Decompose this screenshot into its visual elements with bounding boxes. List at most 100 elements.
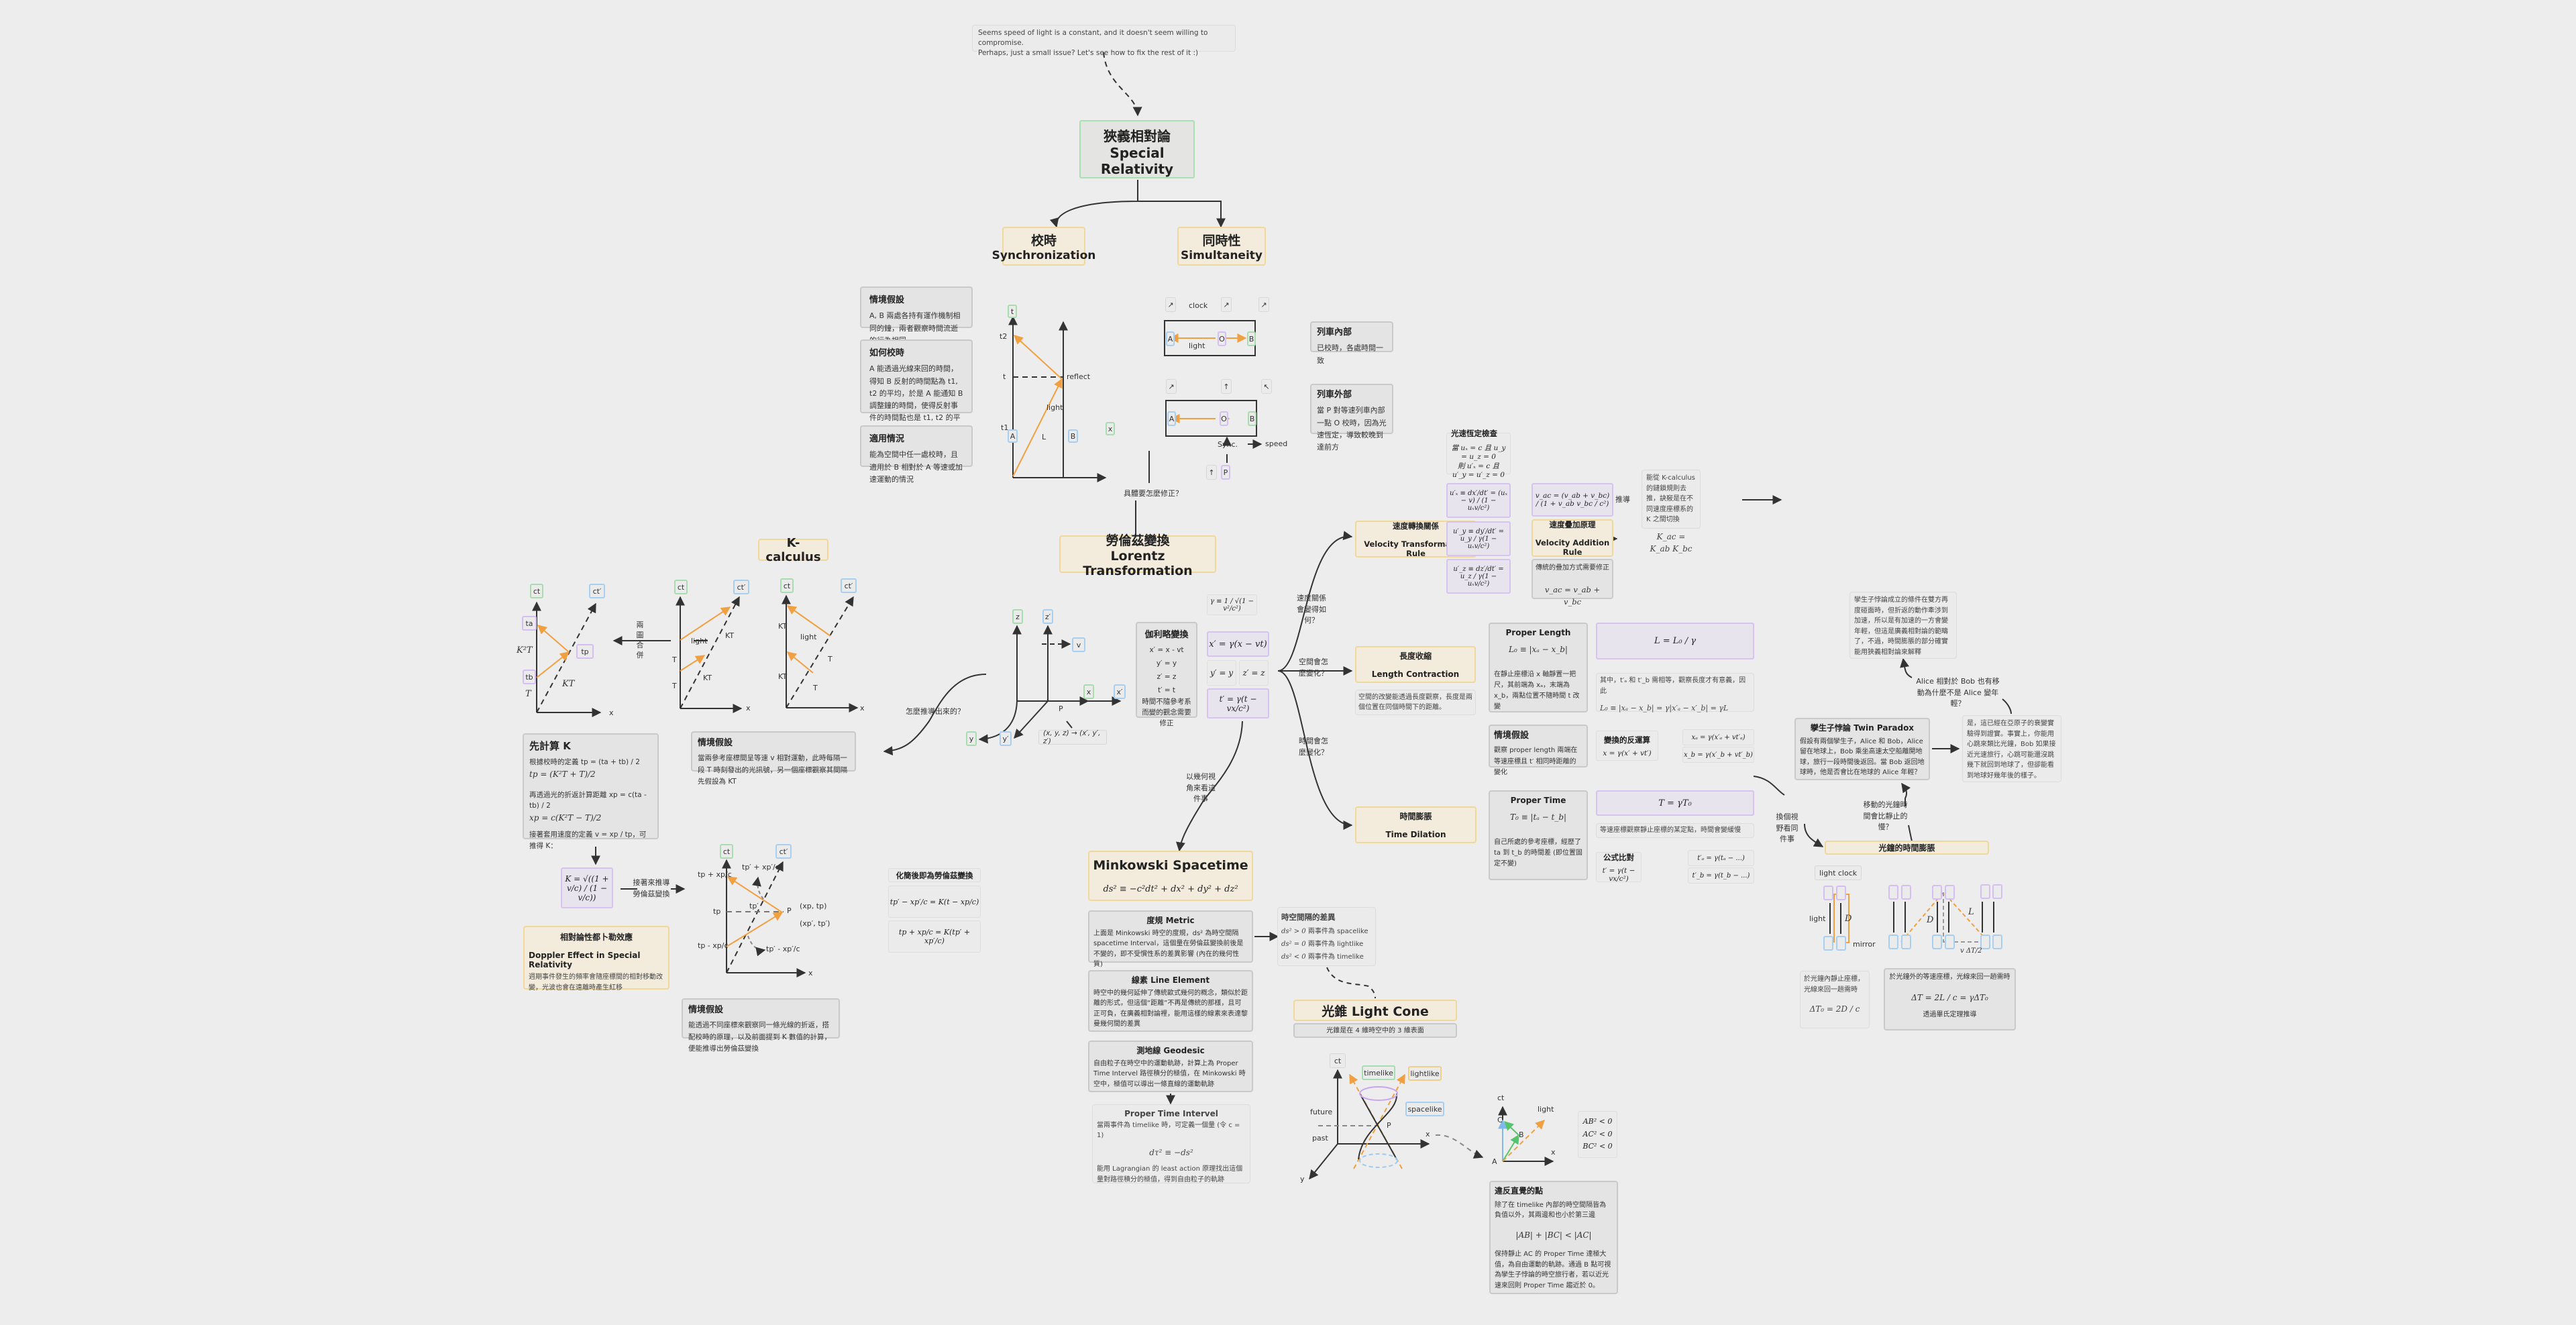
length-where-note: 其中，t′ₐ 和 t′_b 需相等，觀察長度才有意義，因此 L₀ ≡ |xₐ −… xyxy=(1596,673,1754,712)
card-title: 情境假設 xyxy=(698,738,733,748)
velocity-addition-topic[interactable]: 速度疊加原理 Velocity Addition Rule xyxy=(1532,519,1613,557)
cone-axis-x: x xyxy=(1426,1130,1430,1138)
tri-point-C: C xyxy=(1497,1116,1503,1124)
region-lightlike: lightlike xyxy=(1408,1066,1442,1081)
edge-label-time: 時間會怎麼變化？ xyxy=(1299,737,1328,757)
k1-label-tp: tp xyxy=(576,644,594,659)
mirror-top xyxy=(1836,886,1846,900)
addition-title-en: Velocity Addition Rule xyxy=(1535,538,1610,557)
lorentz-topic[interactable]: 勞倫茲變換 Lorentz Transformation xyxy=(1059,533,1216,578)
doppler-title-en: Doppler Effect in Special Relativity xyxy=(529,951,641,969)
interval-formula-spacelike: ds² > 0 xyxy=(1281,927,1306,935)
galilean-eq-x: x′ = x - vt xyxy=(1149,645,1184,654)
k3-label-T-lower: T xyxy=(813,684,818,692)
simplify-formula-1: tp′ − xp′/c = K(t − xp/c) xyxy=(888,886,981,918)
card-title: 情境假設 xyxy=(688,1005,724,1015)
k4-label-tpp-minus: tp′ - xp′/c xyxy=(766,945,800,953)
sync-topic[interactable]: 校時 Synchronization xyxy=(992,227,1095,266)
compare-title: 公式比對 xyxy=(1603,852,1634,862)
mirror-top xyxy=(1901,885,1911,900)
label-light: light xyxy=(1809,914,1826,923)
card-body: 能透過不同座標來觀察同一條光線的折返，搭配校時的原理，以及前面提到 K 數值的計… xyxy=(688,1021,832,1053)
card-body: 假設有兩個孿生子，Alice 和 Bob，Alice 留在地球上，Bob 乘坐高… xyxy=(1800,737,1925,777)
train-outside-card: 列車外部 當 P 對等速列車內部一點 O 校時，因為光速恆定，導致較晚到達前方 xyxy=(1310,384,1393,452)
time-desc: 等速座標觀察靜止座標的某定點，時間會變緩慢 xyxy=(1596,823,1754,838)
light-cone-topic[interactable]: 光錐 Light Cone xyxy=(1293,1000,1457,1021)
moving-note: 透過畢氏定理推導 xyxy=(1923,1011,1977,1019)
simul-topic[interactable]: 同時性 Simultaneity xyxy=(1177,227,1266,266)
proper-time-card: Proper Time T₀ ≡ |tₐ − t_b| 自己所處的參考座標，經歷… xyxy=(1489,790,1588,880)
note-body: 於光鐘內靜止座標，光線來回一趟需時 xyxy=(1804,975,1864,994)
k2-label-T-lower: T xyxy=(672,682,677,690)
ta-formula: t′ₐ = γ(tₐ − ...) xyxy=(1688,850,1754,866)
galilean-eq-t: t′ = t xyxy=(1157,686,1176,694)
train-point-A: A xyxy=(1166,331,1175,346)
compare-formula: t′ = γ(t − vx/c²) xyxy=(1602,866,1635,883)
length-desc: 空間的改變能透過長度觀察，長度是兩個位置在同個時間下的距離。 xyxy=(1355,690,1476,715)
card-body: 觀察 proper length 兩端在等速座標且 t′ 相同時距離的變化 xyxy=(1494,747,1578,777)
train-point-O: O xyxy=(1218,331,1226,346)
time-topic[interactable]: 時間膨脹 Time Dilation xyxy=(1355,806,1477,843)
light-clock-topic[interactable]: 光鐘的時間膨脹 xyxy=(1825,841,1989,855)
observer-P: P xyxy=(1221,465,1230,480)
sync-axis-t: t xyxy=(1008,305,1017,318)
doppler-topic[interactable]: 相對論性都卜勒效應 Doppler Effect in Special Rela… xyxy=(523,926,669,992)
mirror-bottom xyxy=(1932,935,1942,949)
k1-axis-x: x xyxy=(609,708,614,717)
mirror-top xyxy=(1945,885,1955,900)
card-body: 自己所處的參考座標，經歷了 ta 到 t_b 的時間差 (即位置固定不變) xyxy=(1494,839,1582,868)
formula-compare: 公式比對 t′ = γ(t − vx/c²) xyxy=(1596,852,1642,883)
proper-interval-formula: dτ² ≡ −ds² xyxy=(1149,1147,1193,1157)
root-node[interactable]: 狹義相對論 Special Relativity xyxy=(1079,120,1195,178)
mirror-top xyxy=(1932,885,1942,900)
root-title-en: Special Relativity xyxy=(1100,145,1174,177)
train2-point-B: B xyxy=(1248,411,1256,426)
mirror-bottom xyxy=(1901,935,1911,949)
k1-label-T: T xyxy=(525,689,531,699)
k4-label-tp: tp xyxy=(713,907,721,916)
event-P: P xyxy=(1059,704,1063,713)
k2-axis-x: x xyxy=(746,704,751,712)
inverse-transform: 變換的反運算 x = γ(x′ + vt′) xyxy=(1596,731,1658,761)
label-D: D xyxy=(1845,914,1852,924)
sync-label-reflect: reflect xyxy=(1067,372,1091,381)
k4-label-tpp-plus: tp′ + xp′/c xyxy=(742,863,780,871)
time-title-zh: 時間膨脹 xyxy=(1399,812,1432,821)
clock-icon: ↗ xyxy=(1221,297,1232,312)
length-assumption-card: 情境假設 觀察 proper length 兩端在等速座標且 t′ 相同時距離的… xyxy=(1489,725,1588,776)
card-body: 能為空間中任一處校時，且適用於 B 相對於 A 等速或加速運動的情況 xyxy=(869,450,963,484)
rest-formula: ΔT₀ = 2D / c xyxy=(1809,1004,1860,1014)
tri-label-light: light xyxy=(1538,1105,1554,1114)
k4-axis-ct-prime: ct′ xyxy=(775,844,792,859)
k4-axis-ct: ct xyxy=(720,844,733,859)
ineq-BC: BC² < 0 xyxy=(1582,1142,1613,1151)
train2-point-A: A xyxy=(1167,411,1176,426)
label-v-dt: v ΔT/2 xyxy=(1960,947,1982,955)
kcalc-topic[interactable]: K-calculus xyxy=(758,536,828,564)
velocity-title-zh: 速度轉換關係 xyxy=(1393,521,1439,531)
sync-label-t2: t2 xyxy=(1000,332,1008,341)
sync-applies-card: 適用情況 能為空間中任一處校時，且適用於 B 相對於 A 等速或加速運動的情況 xyxy=(860,425,973,484)
card-body: 當 P 對等速列車內部一點 O 校時，因為光速恆定，導致較晚到達前方 xyxy=(1317,406,1387,452)
note-body: 能從 K-calculus 的鏈鎖規則去推，訣竅是在不同速度座標系的 K 之間切… xyxy=(1646,474,1695,523)
card-line-1: 除了在 timelike 內部的時空間隔皆為負值以外，其兩邊和也小於第三邊 xyxy=(1495,1201,1607,1220)
minkowski-topic[interactable]: Minkowski Spacetime ds² ≡ −c²dt² + dx² +… xyxy=(1088,851,1253,901)
compute-formula-tp: tp = (K²T + T)/2 xyxy=(529,769,596,779)
sync-assumption-card: 情境假設 A, B 兩處各持有運作機制相同的鐘，兩者觀察時間流逝的行為相同 xyxy=(860,286,973,345)
sync-point-A: A xyxy=(1008,429,1018,443)
card-title: 列車內部 xyxy=(1317,327,1352,337)
cone-axis-ct: ct xyxy=(1330,1053,1346,1068)
twin-paradox-card[interactable]: 孿生子悖論 Twin Paradox 假設有兩個孿生子，Alice 和 Bob，… xyxy=(1794,718,1930,780)
check-line-1: 當 uₓ = c 且 u_y = u_z = 0 xyxy=(1451,444,1506,461)
card-body: 於光鐘外的等速座標，光線來回一趟需時 xyxy=(1889,973,2010,981)
label-D-moving: D xyxy=(1927,915,1934,925)
length-topic[interactable]: 長度收縮 Length Contraction xyxy=(1355,646,1476,683)
card-body: 已校時，各處時間一致 xyxy=(1317,343,1383,365)
card-title: 線素 Line Element xyxy=(1131,975,1210,985)
card-title: 度規 Metric xyxy=(1146,916,1195,925)
card-title: 傳統的疊加方式需要修正 xyxy=(1536,564,1609,572)
intro-note: Seems speed of light is a constant, and … xyxy=(972,25,1236,57)
compute-K-card: 先計算 K 根據校時的定義 tp = (ta + tb) / 2 tp = (K… xyxy=(523,733,659,850)
clock-icon: ↑ xyxy=(1221,379,1232,394)
simul-title-en: Simultaneity xyxy=(1181,248,1263,262)
